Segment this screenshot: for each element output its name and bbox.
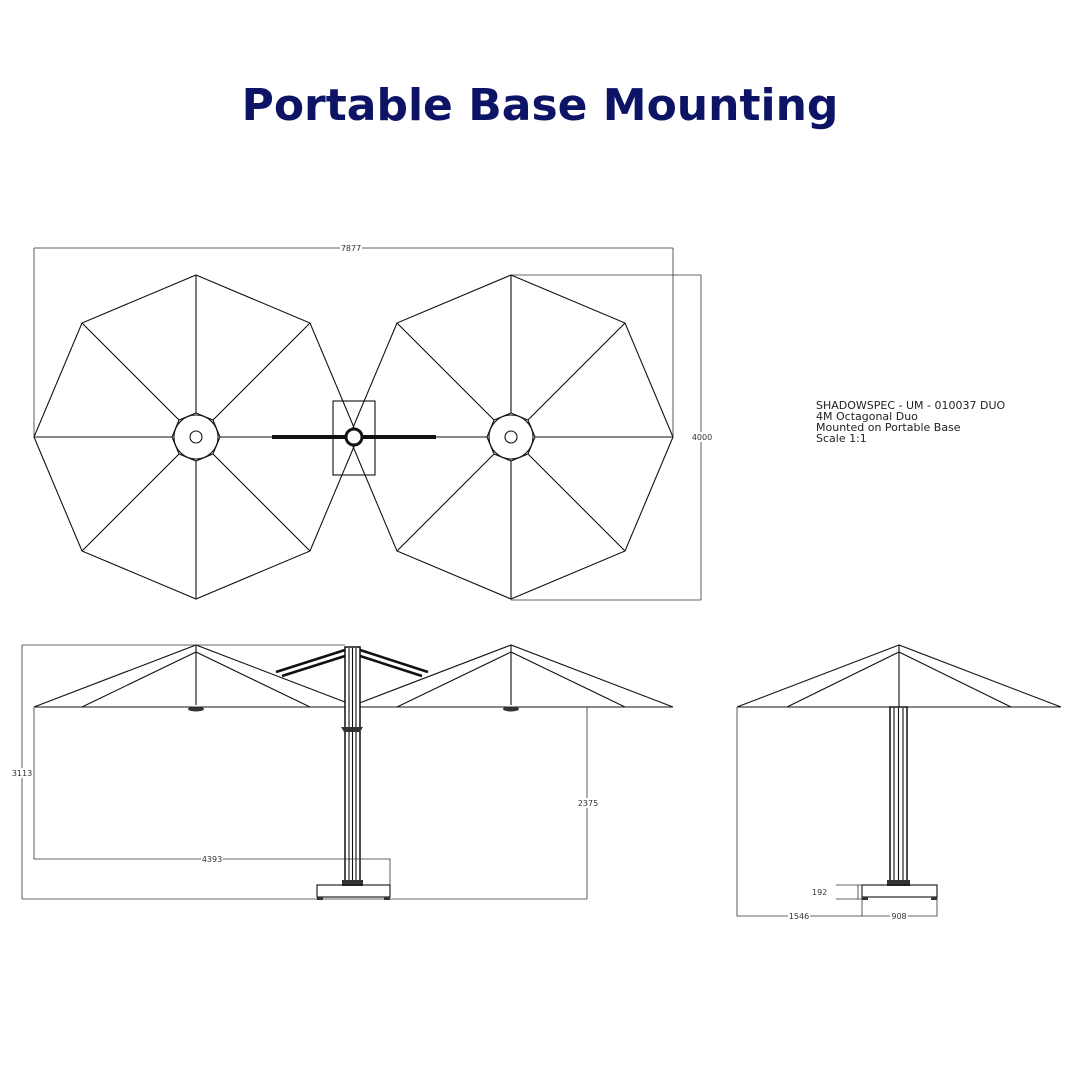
svg-text:2375: 2375 — [578, 799, 598, 808]
svg-text:192: 192 — [812, 888, 827, 897]
svg-text:4393: 4393 — [202, 855, 222, 864]
svg-text:1546: 1546 — [789, 912, 809, 921]
canopy-left-top — [33, 274, 359, 600]
svg-text:4000: 4000 — [692, 433, 712, 442]
side-elevation: 192 1546 908 — [736, 644, 1062, 921]
svg-text:7877: 7877 — [341, 244, 361, 253]
dimension-4000: 4000 — [511, 274, 712, 601]
dimension-3113: 3113 — [12, 644, 345, 899]
pole — [341, 646, 363, 886]
support-arm — [272, 427, 436, 447]
canopy-right-top — [348, 274, 674, 600]
svg-text:Scale 1:1: Scale 1:1 — [816, 432, 867, 445]
front-elevation: 3113 2375 4393 — [12, 644, 674, 900]
top-view: 7877 4000 — [33, 244, 712, 601]
svg-text:4M Octagonal Duo: 4M Octagonal Duo — [816, 410, 918, 423]
dimension-4393: 4393 — [33, 707, 391, 885]
dimension-908: 908 — [862, 897, 938, 921]
spec-block: SHADOWSPEC - UM - 010037 DUO 4M Octagona… — [816, 399, 1006, 445]
svg-text:3113: 3113 — [12, 769, 32, 778]
dimension-1546: 1546 — [736, 707, 863, 921]
svg-text:908: 908 — [891, 912, 906, 921]
dimension-2375: 2375 — [22, 707, 598, 900]
page-title: Portable Base Mounting — [241, 80, 839, 131]
dimension-7877: 7877 — [33, 244, 674, 437]
svg-text:Mounted on Portable Base: Mounted on Portable Base — [816, 421, 961, 434]
svg-text:SHADOWSPEC - UM - 010037 DUO: SHADOWSPEC - UM - 010037 DUO — [816, 399, 1006, 412]
dimension-192: 192 — [812, 884, 862, 900]
